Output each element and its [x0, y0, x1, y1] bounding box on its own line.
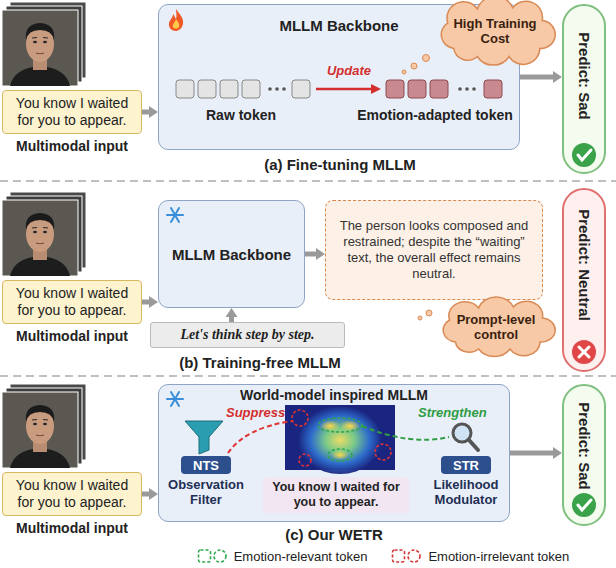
- legend-sample: [197, 548, 229, 564]
- node-text: Let's think step by step.: [180, 327, 314, 343]
- node-text: Observation Filter: [160, 477, 252, 507]
- node-text: You know I waited for you to appear.: [9, 477, 135, 511]
- module-box: STRLikelihood Modulator: [441, 456, 491, 474]
- input-text-box: You know I waited for you to appear.: [2, 280, 142, 324]
- caption-label: (c) Our WETR: [158, 526, 510, 543]
- legend-item: Emotion-relevant token: [197, 548, 368, 564]
- node-text: High Training Cost: [450, 16, 540, 46]
- legend-item: Emotion-irrelevant token: [391, 548, 569, 564]
- caption-label: Multimodal input: [2, 328, 142, 344]
- flow-arrow: [510, 447, 562, 459]
- prompt-box: Let's think step by step.: [150, 322, 345, 348]
- caption-label: Strengthen: [418, 405, 498, 420]
- node-text: Predict: Neutral: [576, 209, 593, 321]
- node-text: Emotion-adapted token: [357, 107, 513, 123]
- world-model-box: World-model inspired MLLMNTSObservation …: [158, 384, 510, 522]
- reasoning-box: The person looks composed and restrained…: [325, 200, 543, 300]
- node-text: Likelihood Modulator: [420, 477, 512, 507]
- node-text: NTS: [193, 458, 219, 473]
- flow-arrow: [520, 71, 562, 83]
- flow-arrow: [305, 248, 325, 260]
- flow-arrow: [226, 308, 238, 322]
- token-sentence: You know I waited for you to appear.: [263, 477, 409, 513]
- module-box: NTSObservation Filter: [181, 456, 231, 474]
- caption-label: (a) Fine-tuning MLLM: [160, 156, 520, 173]
- node-text: Predict: Sad: [576, 402, 593, 490]
- thought-cloud: Prompt-level control: [438, 302, 554, 352]
- input-text-box: You know I waited for you to appear.: [2, 472, 142, 516]
- legend-sample: [391, 548, 423, 564]
- flow-arrow: [142, 296, 158, 308]
- input-text-box: You know I waited for you to appear.: [2, 90, 142, 134]
- node-text: Prompt-level control: [452, 312, 540, 342]
- flow-arrow: [142, 488, 158, 500]
- caption-label: Multimodal input: [2, 138, 142, 154]
- mllm-backbone: MLLM Backbone: [158, 200, 305, 308]
- prediction-pill: Predict: Neutral: [562, 188, 606, 372]
- node-text: Predict: Sad: [576, 32, 593, 120]
- legend: Emotion-relevant token Emotion-irrelevant…: [150, 548, 616, 564]
- node-text: You know I waited for you to appear.: [268, 480, 404, 510]
- node-text: You know I waited for you to appear.: [9, 285, 135, 319]
- node-text: You know I waited for you to appear.: [9, 95, 135, 129]
- caption-label: (b) Training-free MLLM: [145, 354, 375, 371]
- caption-label: Suppress: [226, 405, 286, 420]
- node-text: Raw token: [206, 107, 276, 123]
- node-text: STR: [453, 458, 479, 473]
- node-text: MLLM Backbone: [172, 246, 291, 263]
- flow-arrow: [142, 106, 158, 118]
- legend-text: Emotion-irrelevant token: [428, 549, 569, 564]
- node-text: World-model inspired MLLM: [159, 387, 509, 403]
- node-text: Update: [327, 63, 371, 78]
- node-text: The person looks composed and restrained…: [334, 218, 534, 282]
- prediction-pill: Predict: Sad: [562, 384, 606, 526]
- prediction-pill: Predict: Sad: [562, 4, 606, 174]
- legend-text: Emotion-relevant token: [234, 549, 368, 564]
- thought-cloud: High Training Cost: [436, 2, 554, 60]
- caption-label: Multimodal input: [2, 520, 142, 536]
